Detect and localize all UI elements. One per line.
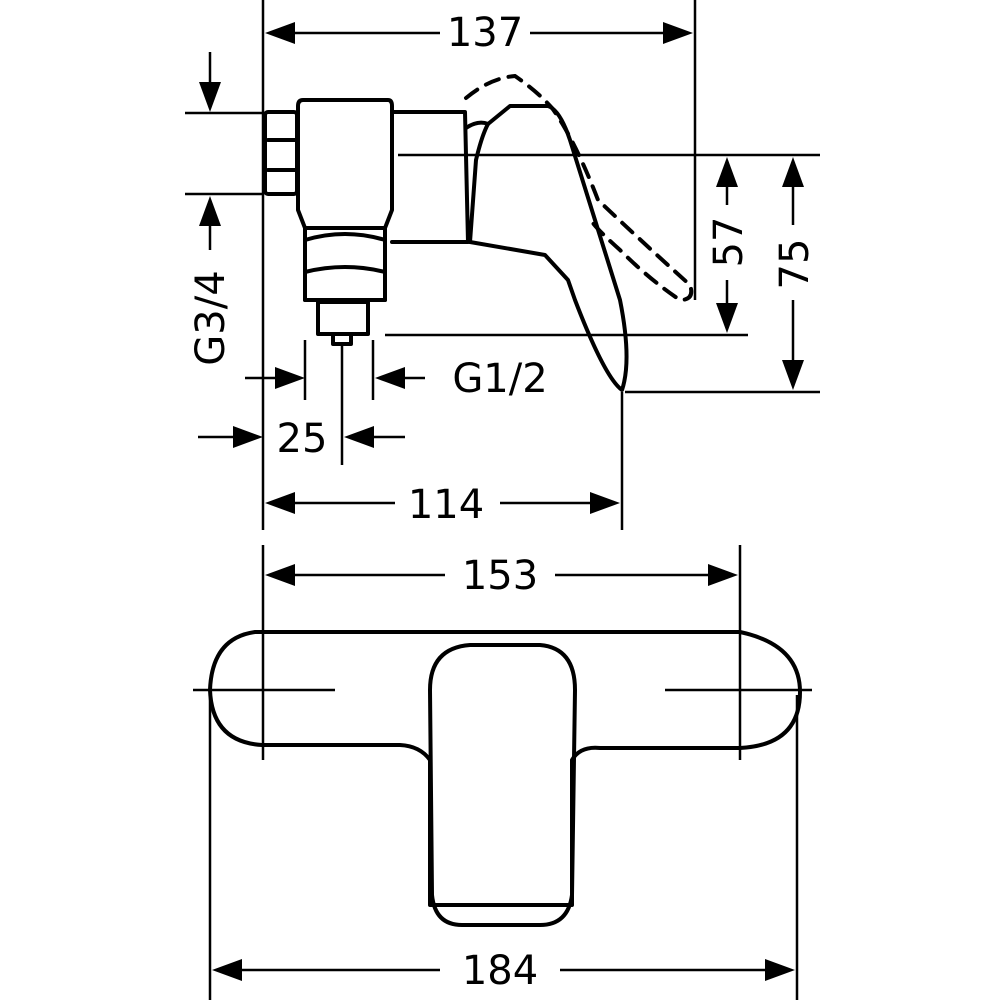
dim-137: 137 — [265, 10, 693, 56]
front-view — [193, 545, 812, 1000]
dim-153-label: 153 — [462, 553, 538, 599]
dim-25: 25 — [198, 416, 405, 462]
side-view — [185, 0, 820, 530]
dim-184-label: 184 — [462, 948, 538, 994]
outlet-nipple — [316, 300, 370, 336]
dim-inlet: G3/4 — [188, 52, 234, 366]
dim-outlet: G1/2 — [245, 356, 548, 402]
dim-57: 57 — [706, 157, 752, 333]
dim-184: 184 — [212, 948, 795, 994]
wall-plate — [208, 630, 802, 907]
lever-handle — [464, 104, 629, 392]
cartridge-housing — [390, 110, 470, 244]
lever-front-edge — [468, 122, 490, 244]
dim-57-label: 57 — [706, 217, 752, 268]
mixer-body — [296, 98, 394, 230]
dim-153: 153 — [265, 553, 738, 599]
outlet-tip — [331, 332, 353, 346]
body-contour — [303, 265, 387, 274]
dim-25-label: 25 — [277, 416, 328, 462]
dim-75-label: 75 — [772, 239, 818, 290]
dim-114-label: 114 — [408, 482, 484, 528]
body-contour — [303, 232, 387, 242]
dim-g12-label: G1/2 — [452, 356, 547, 402]
wall-nut — [263, 110, 299, 196]
lever-open-position — [464, 73, 694, 303]
dim-75: 75 — [772, 157, 818, 390]
dim-137-label: 137 — [447, 10, 523, 56]
dim-114: 114 — [265, 482, 620, 528]
lever-front — [428, 643, 577, 927]
dim-g34-label: G3/4 — [188, 270, 234, 365]
